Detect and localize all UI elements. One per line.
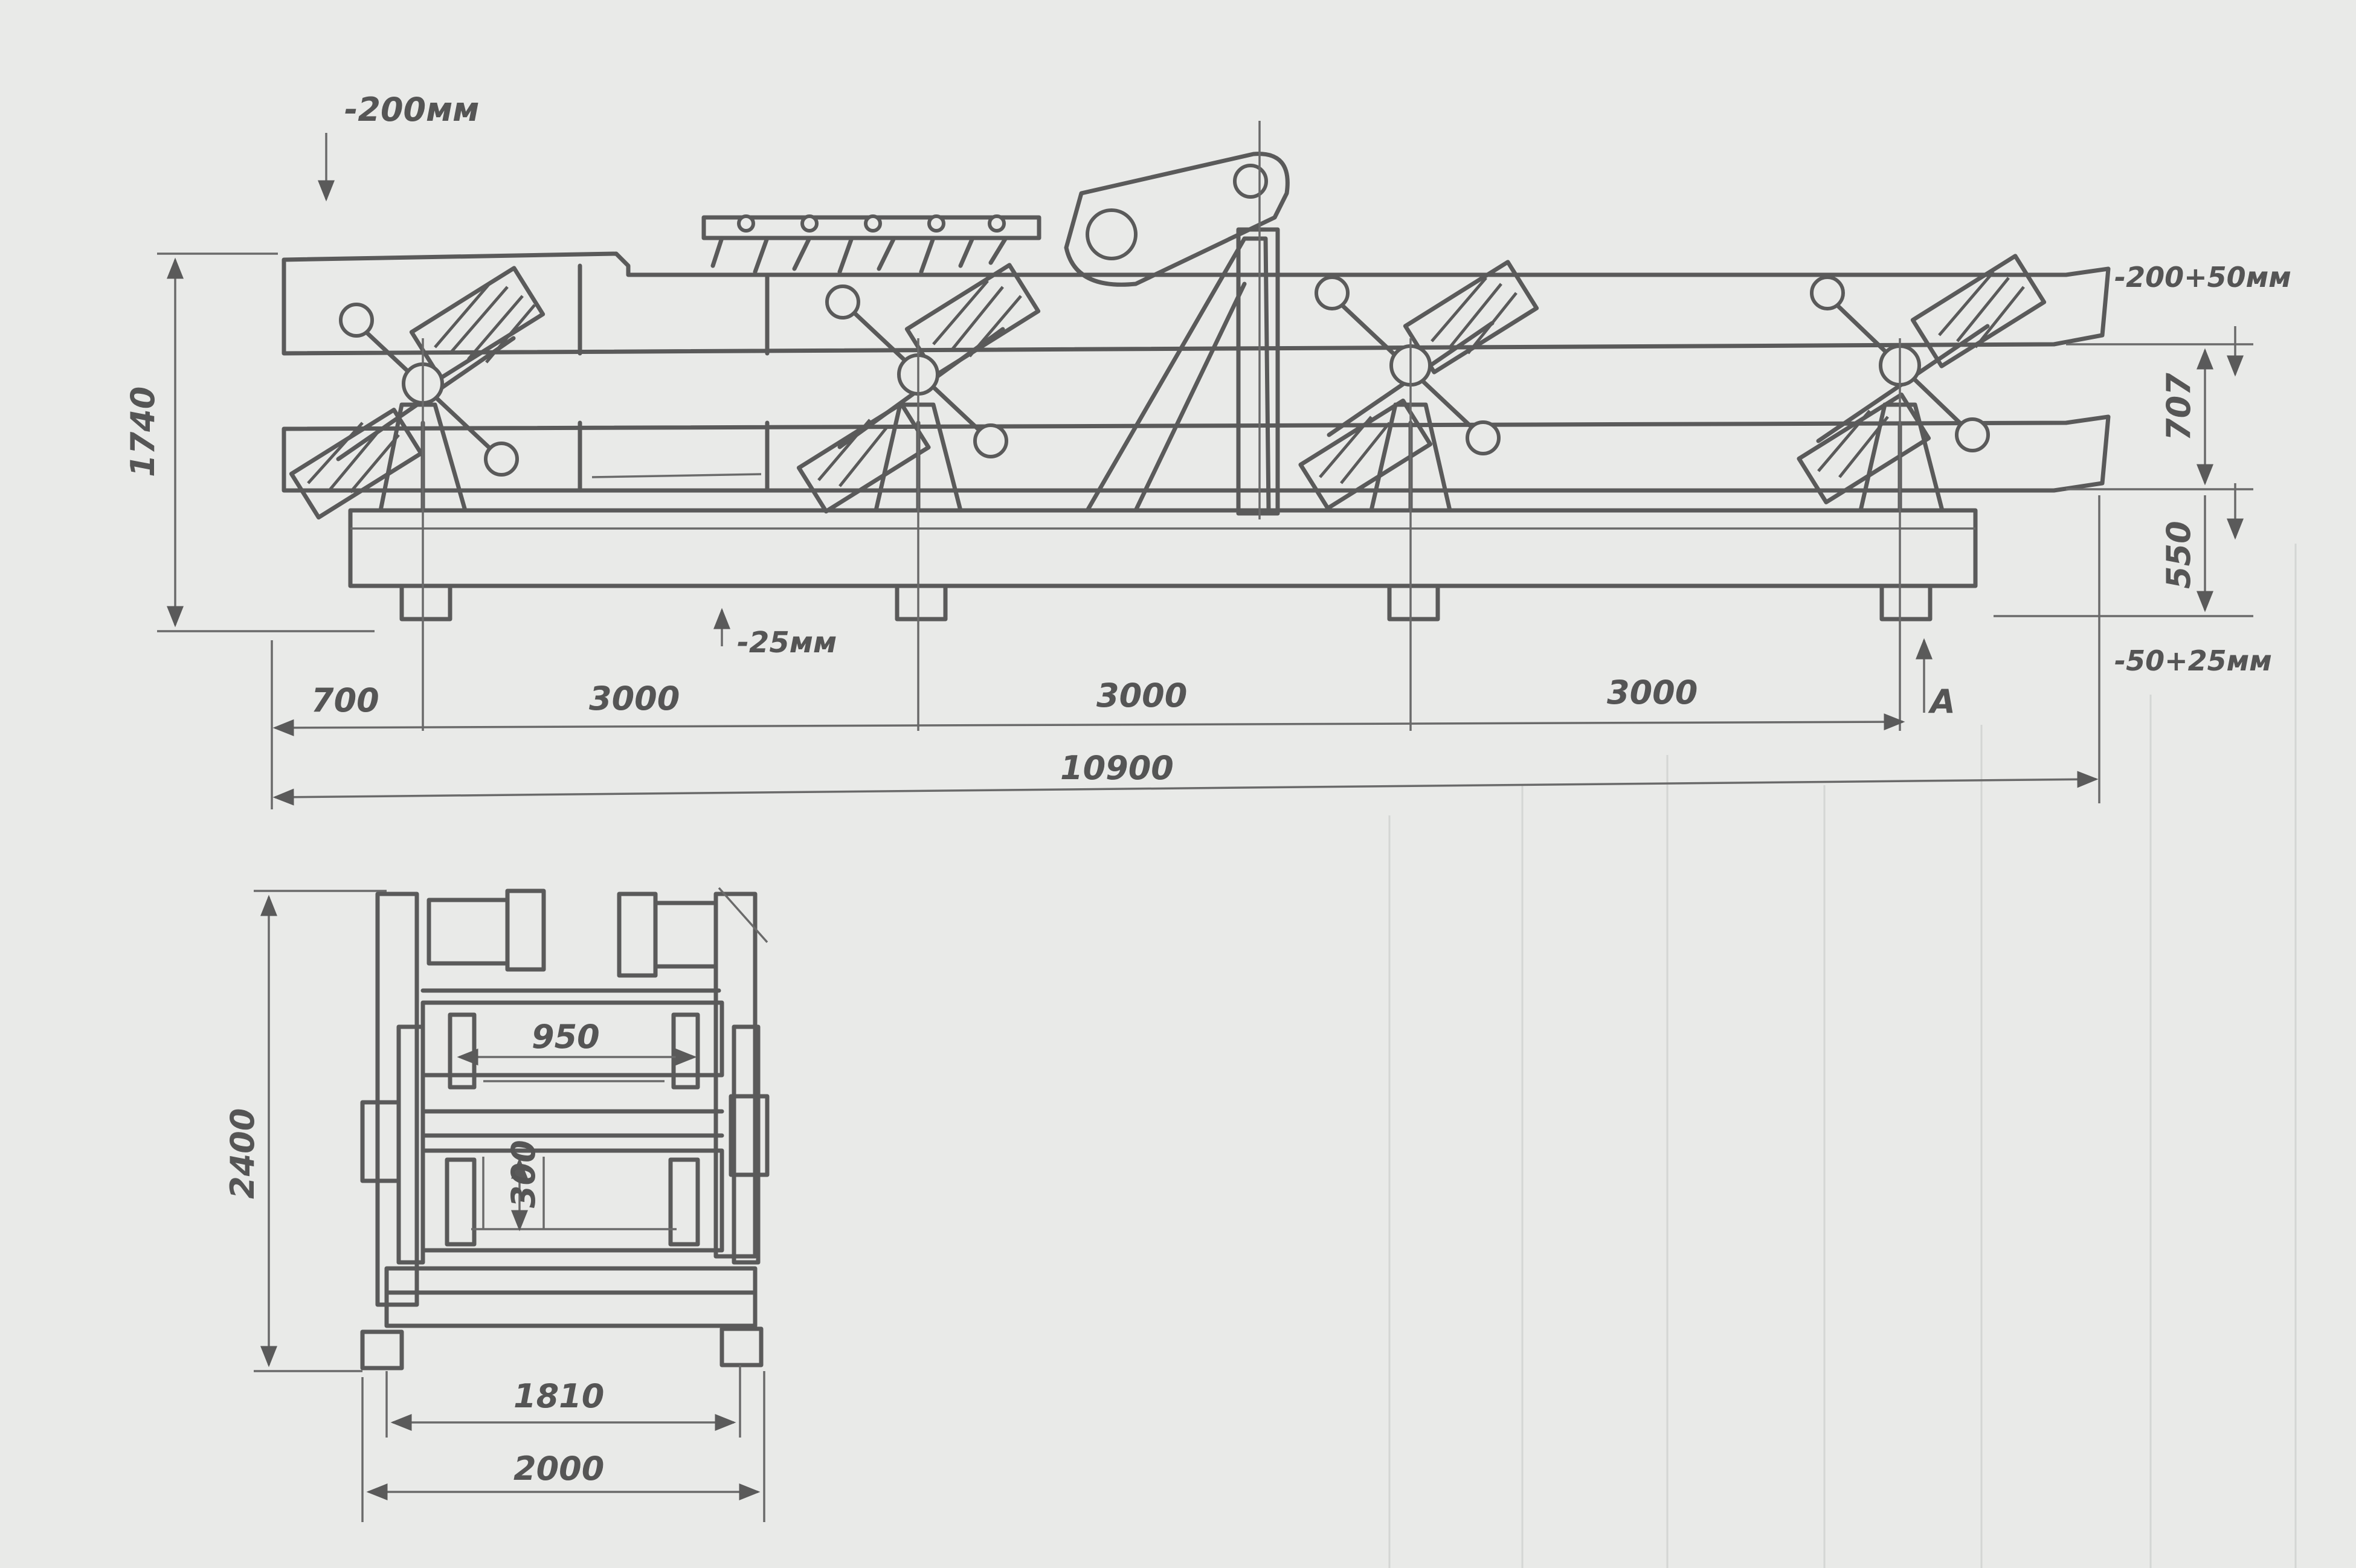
dim-roll-diam: 300 (504, 1140, 542, 1208)
drive-tower (1064, 121, 1290, 519)
section-mark-a: A (1928, 683, 1955, 721)
base-frame (348, 508, 1978, 588)
dim-height-total: 1740 (124, 387, 162, 477)
roll-upper (420, 1000, 724, 1138)
side-view: -200мм 1740 707 550 -200+50мм -50+25мм -… (124, 91, 2291, 809)
dim-h-upper: 707 (2160, 373, 2198, 441)
plan-dimensions: 950 300 2400 1810 2000 (224, 890, 765, 1522)
plan-view: 950 300 2400 1810 2000 (224, 887, 770, 1522)
lever-stand-3 (1315, 275, 1501, 513)
dim-right-bottom: -50+25мм (2114, 644, 2272, 677)
dim-inner-width: 1810 (513, 1377, 604, 1415)
dim-length-total: 10900 (1060, 749, 1174, 787)
side-dimensions: -200мм 1740 707 550 -200+50мм -50+25мм -… (124, 91, 2291, 809)
dim-seg-first: 700 (311, 681, 379, 719)
feet (399, 583, 1933, 622)
paper-bleed-through (1388, 544, 2297, 1568)
dim-depth: 2400 (224, 1108, 262, 1199)
lever-stand-2 (825, 284, 1008, 513)
dim-seg-4: 3000 (1607, 673, 1698, 712)
dim-below-frame: -25мм (737, 626, 837, 660)
dim-seg-3: 3000 (1096, 676, 1187, 715)
centre-lines (422, 338, 1901, 731)
upper-roll-beam (282, 251, 2111, 356)
left-rail (375, 892, 419, 1307)
dim-right-top: -200+50мм (2114, 261, 2291, 294)
plan-base (360, 887, 768, 1370)
dim-seg-2: 3000 (589, 680, 680, 718)
dim-outer-width: 2000 (513, 1450, 604, 1488)
lower-roll-beam (282, 414, 2111, 493)
dim-roll-width: 950 (532, 1018, 600, 1056)
dim-top-offset: -200мм (344, 91, 479, 129)
top-rack (701, 214, 1041, 274)
hatched-bundles (289, 254, 2047, 520)
roll-lower (420, 1148, 724, 1253)
drive-motors (420, 888, 721, 993)
dim-h-lower: 550 (2160, 521, 2198, 589)
